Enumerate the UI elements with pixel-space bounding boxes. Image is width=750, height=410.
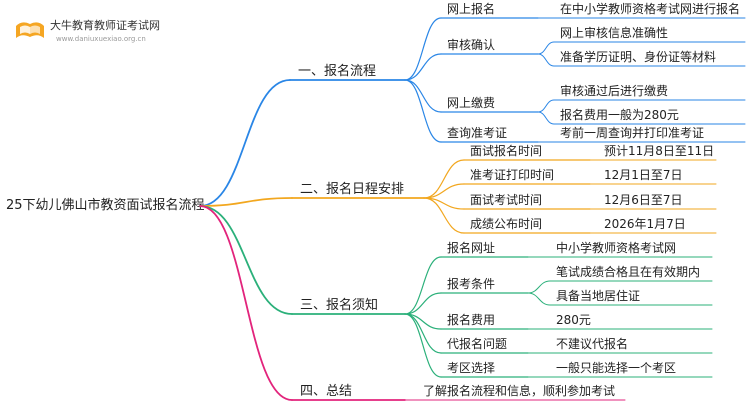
leaf-link [527, 292, 551, 306]
child-link [404, 53, 442, 81]
leaf-link [527, 280, 551, 294]
child-label: 审核确认 [447, 37, 495, 52]
leaf-label: 12月6日至7日 [604, 193, 683, 207]
leaf-label: 考前一周查询并打印准考证 [560, 125, 704, 140]
child-link [404, 292, 442, 315]
child-label: 网上报名 [447, 1, 495, 16]
leaf-link [537, 53, 555, 67]
child-link [404, 79, 442, 143]
leaf-label: 中小学教师资格考试网 [556, 240, 676, 255]
leaf-label: 2026年1月7日 [604, 217, 686, 231]
leaf-label: 准备学历证明、身份证等材料 [560, 49, 716, 64]
child-label: 报名费用 [447, 312, 495, 327]
child-link [404, 79, 442, 113]
leaf-label: 网上审核信息准确性 [560, 25, 668, 40]
child-label: 代报名问题 [447, 336, 507, 351]
leaf-link [537, 41, 555, 55]
leaf-label: 12月1日至7日 [604, 168, 683, 182]
branch-label: 一、报名流程 [298, 63, 376, 79]
child-link [423, 159, 465, 199]
branch-link [199, 205, 293, 315]
child-label: 报考条件 [447, 276, 495, 291]
leaf-label: 280元 [556, 313, 591, 327]
branch-link [199, 79, 291, 207]
branch-label: 四、总结 [300, 384, 352, 399]
child-link [423, 183, 465, 199]
child-link [404, 256, 442, 315]
leaf-label: 一般只能选择一个考区 [556, 360, 676, 375]
child-label: 报名网址 [447, 240, 495, 255]
leaf-label: 在中小学教师资格考试网进行报名 [560, 1, 740, 16]
child-link [404, 313, 442, 378]
logo-title: 大牛教育教师证考试网 [50, 19, 160, 32]
child-label: 准考证打印时间 [470, 168, 554, 182]
leaf-label: 笔试成绩合格且在有效期内 [556, 264, 700, 279]
child-link [423, 197, 465, 234]
branch-label: 三、报名须知 [300, 297, 378, 313]
child-label: 面试考试时间 [470, 192, 542, 207]
leaf-link [537, 111, 555, 125]
leaf-label: 不建议代报名 [556, 336, 628, 351]
child-label: 面试报名时间 [470, 143, 542, 158]
leaf-label: 审核通过后进行缴费 [560, 83, 668, 98]
child-label: 网上缴费 [447, 95, 495, 110]
child-label: 查询准考证 [447, 126, 507, 140]
leaf-link [537, 99, 555, 113]
leaf-label: 报名费用一般为280元 [560, 107, 679, 122]
logo-icon [14, 18, 46, 42]
leaf-label: 具备当地居住证 [556, 289, 640, 303]
root-topic: 25下幼儿佛山市教资面试报名流程 [6, 197, 205, 213]
branch-link [199, 205, 293, 401]
branch-label: 二、报名日程安排 [300, 181, 404, 197]
child-link [404, 17, 442, 81]
connector-lines [199, 17, 746, 401]
logo-url: www.daniuxuexiao.org.cn [56, 35, 146, 43]
leaf-label: 了解报名流程和信息，顺利参加考试 [423, 383, 615, 398]
branch-link [199, 197, 293, 207]
leaf-label: 预计11月8日至11日 [604, 144, 714, 158]
child-label: 考区选择 [447, 361, 495, 375]
child-label: 成绩公布时间 [470, 217, 542, 231]
